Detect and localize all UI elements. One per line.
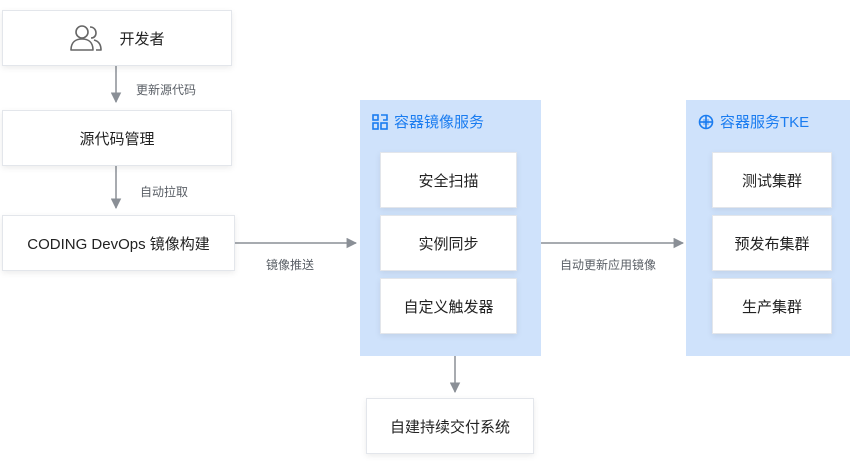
registry-panel-title-text: 容器镜像服务 (394, 114, 485, 131)
users-icon (69, 23, 103, 53)
devops-build-label: CODING DevOps 镜像构建 (27, 235, 210, 253)
tke-panel-title: 容器服务TKE (698, 111, 809, 132)
registry-panel: 容器镜像服务 安全扫描 实例同步 自定义触发器 (360, 100, 541, 356)
tke-item-test-cluster: 测试集群 (712, 152, 832, 208)
tke-item-label: 预发布集群 (734, 235, 810, 253)
source-management-label: 源代码管理 (79, 130, 155, 148)
tke-item-staging-cluster: 预发布集群 (712, 215, 832, 271)
tke-panel: 容器服务TKE 测试集群 预发布集群 生产集群 (686, 100, 850, 356)
tke-item-production-cluster: 生产集群 (712, 278, 832, 334)
registry-item-label: 安全扫描 (418, 172, 479, 190)
tke-item-label: 生产集群 (741, 298, 802, 316)
tke-icon (698, 114, 714, 130)
tke-item-label: 测试集群 (741, 172, 802, 190)
registry-item-label: 实例同步 (418, 235, 479, 253)
registry-icon (372, 113, 388, 130)
tke-panel-title-text: 容器服务TKE (720, 114, 810, 131)
registry-panel-title: 容器镜像服务 (372, 111, 484, 132)
self-cd-label: 自建持续交付系统 (389, 418, 510, 436)
registry-item-security-scan: 安全扫描 (380, 152, 517, 208)
self-cd-node: 自建持续交付系统 (366, 398, 534, 454)
devops-build-node: CODING DevOps 镜像构建 (2, 215, 235, 271)
registry-item-label: 自定义触发器 (403, 298, 494, 316)
edge-label-image-push: 镜像推送 (266, 258, 315, 272)
edge-label-auto-pull: 自动拉取 (140, 185, 189, 199)
developer-node: 开发者 (2, 10, 232, 66)
edge-label-update-source: 更新源代码 (136, 83, 197, 97)
source-management-node: 源代码管理 (2, 110, 232, 166)
registry-item-custom-trigger: 自定义触发器 (380, 278, 517, 334)
edge-label-auto-update: 自动更新应用镜像 (560, 258, 657, 272)
registry-item-instance-sync: 实例同步 (380, 215, 517, 271)
developer-label: 开发者 (119, 30, 165, 48)
